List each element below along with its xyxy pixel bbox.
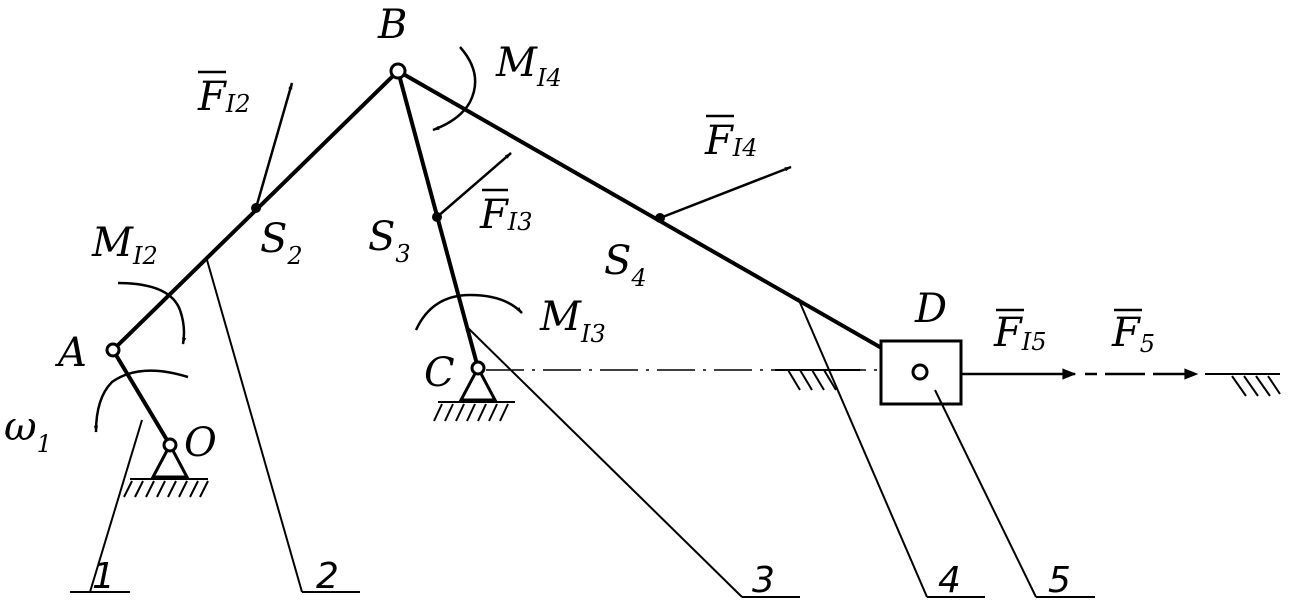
moment-mi2-arc — [117, 281, 187, 345]
joint-o — [162, 437, 178, 453]
joint-d — [911, 363, 929, 381]
ground-support-c — [433, 364, 515, 422]
leader-1 — [70, 419, 143, 593]
leader-3 — [467, 327, 800, 598]
joint-a — [105, 342, 121, 358]
guide-hatch-left — [775, 369, 860, 391]
label-fi3: FI3 — [479, 188, 533, 238]
label-point-b: B — [377, 2, 407, 48]
link-number-5: 5 — [1048, 560, 1071, 601]
joint-b — [389, 62, 407, 80]
force-fi3-arrow — [436, 152, 512, 218]
moment-mi4-arc — [432, 46, 477, 132]
label-s2: S2 — [260, 216, 303, 270]
leader-2 — [206, 259, 360, 593]
label-point-a: A — [54, 330, 87, 376]
label-s4: S4 — [604, 238, 647, 292]
force-fi4-arrow — [659, 165, 792, 220]
ground-support-o — [123, 441, 209, 498]
omega1-arc — [93, 369, 189, 433]
label-mi4: MI4 — [495, 40, 562, 92]
label-point-d: D — [914, 286, 947, 332]
label-s3: S3 — [368, 214, 411, 268]
leader-5 — [934, 389, 1095, 598]
label-point-c: C — [424, 350, 455, 396]
label-point-o: O — [184, 420, 217, 466]
link-1-crank — [111, 348, 172, 447]
svg-text:F5: F5 — [1111, 310, 1155, 358]
svg-text:FI2: FI2 — [197, 74, 251, 120]
label-omega1: ω1 — [4, 404, 52, 458]
force-fi2-arrow — [254, 82, 294, 209]
leader-4 — [797, 297, 985, 598]
moment-mi3-arc — [414, 293, 523, 331]
label-fi2: FI2 — [197, 70, 251, 120]
label-fi4: FI4 — [704, 114, 758, 164]
joint-c — [470, 360, 486, 376]
label-mi3: MI3 — [539, 294, 606, 348]
svg-text:FI5: FI5 — [993, 310, 1047, 356]
guide-hatch-right — [1205, 373, 1281, 397]
label-mi2: MI2 — [91, 220, 158, 270]
link-number-3: 3 — [752, 560, 775, 601]
link-number-2: 2 — [316, 556, 339, 597]
label-f5: F5 — [1111, 308, 1155, 358]
link-number-1: 1 — [92, 556, 115, 597]
svg-text:FI4: FI4 — [704, 118, 758, 164]
link-number-4: 4 — [938, 560, 961, 601]
label-fi5: FI5 — [993, 308, 1047, 356]
svg-text:FI3: FI3 — [479, 192, 533, 238]
